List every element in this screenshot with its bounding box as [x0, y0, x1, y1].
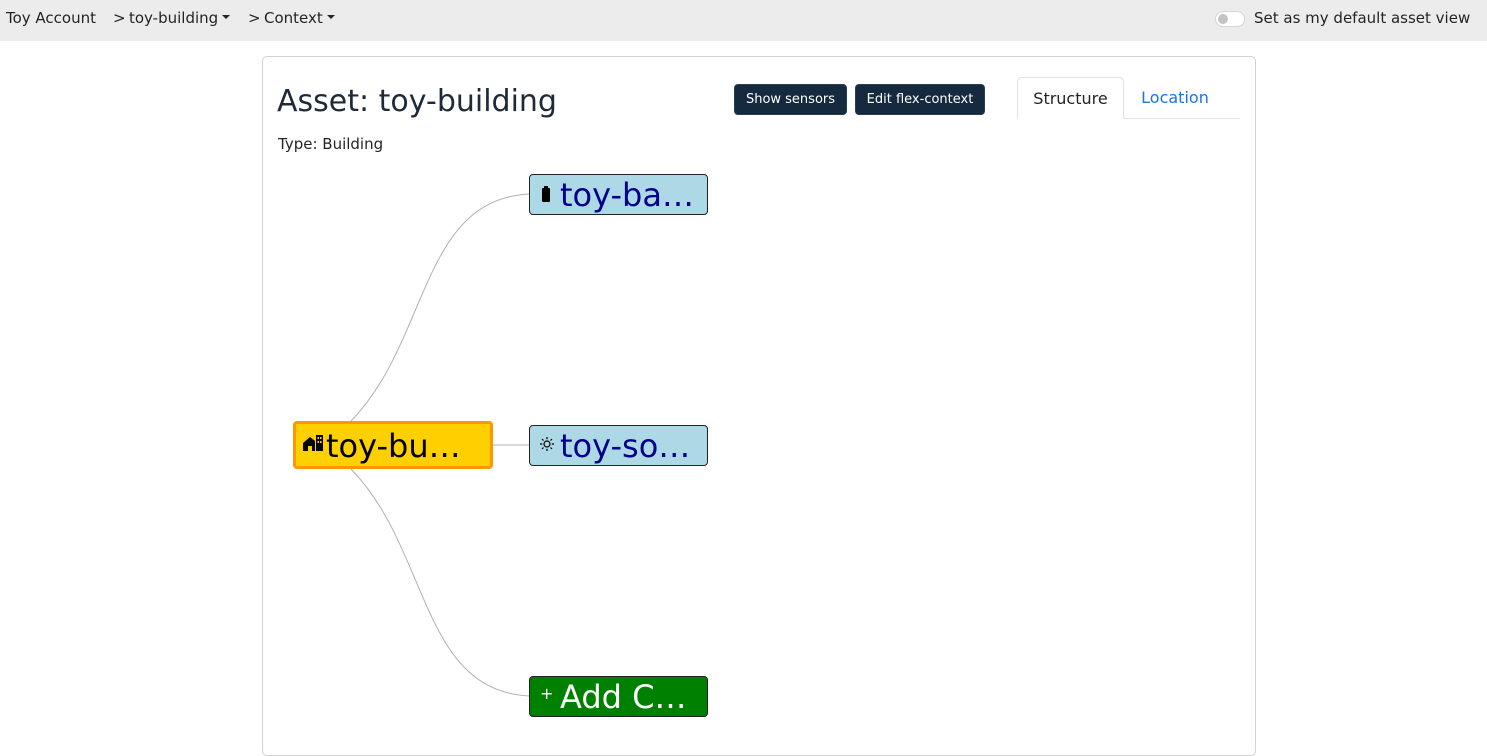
- breadcrumb-separator: >: [113, 9, 126, 27]
- breadcrumb-account[interactable]: Toy Account: [6, 9, 96, 27]
- tree-node-root-label: toy-building: [326, 428, 466, 464]
- tab-location[interactable]: Location: [1141, 88, 1209, 107]
- battery-icon: [540, 186, 552, 205]
- default-view-toggle[interactable]: [1215, 11, 1245, 27]
- asset-card: [262, 56, 1256, 756]
- asset-type: Type: Building: [278, 135, 384, 153]
- top-bar: Toy Account > toy-building > Context Set…: [0, 0, 1487, 41]
- tree-node-battery[interactable]: toy-battery: [529, 174, 708, 215]
- show-sensors-button[interactable]: Show sensors: [734, 84, 847, 115]
- tree-node-solar-label: toy-solar: [560, 428, 695, 464]
- tabs-divider: [1017, 118, 1240, 119]
- breadcrumb-asset-dropdown[interactable]: toy-building: [129, 9, 231, 27]
- building-icon: [303, 435, 323, 454]
- breadcrumb-separator: >: [248, 9, 261, 27]
- sun-icon: [540, 437, 554, 454]
- tree-node-root[interactable]: toy-building: [293, 421, 493, 469]
- tree-node-solar[interactable]: toy-solar: [529, 425, 708, 466]
- add-child-button[interactable]: + Add Child: [529, 676, 708, 717]
- default-view-toggle-label[interactable]: Set as my default asset view: [1254, 9, 1471, 27]
- page-title: Asset: toy-building: [277, 84, 557, 119]
- breadcrumb-view-label: Context: [264, 9, 323, 27]
- caret-down-icon: [222, 14, 231, 19]
- breadcrumb-view-dropdown[interactable]: Context: [264, 9, 335, 27]
- toggle-knob: [1218, 14, 1228, 24]
- add-child-label: Add Child: [560, 679, 695, 715]
- plus-icon: +: [540, 684, 554, 703]
- edit-flex-context-button[interactable]: Edit flex-context: [855, 84, 985, 115]
- tree-node-battery-label: toy-battery: [560, 177, 695, 213]
- tab-structure[interactable]: Structure: [1017, 77, 1124, 119]
- breadcrumb-asset-label: toy-building: [129, 9, 219, 27]
- caret-down-icon: [326, 14, 335, 19]
